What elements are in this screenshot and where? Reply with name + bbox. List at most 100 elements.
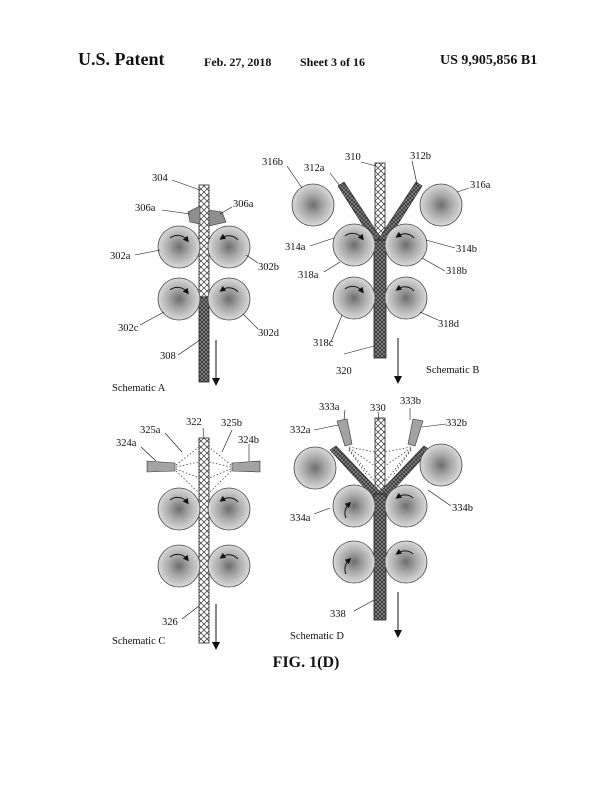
label-330: 330: [370, 403, 386, 414]
patent-title: U.S. Patent: [78, 49, 165, 69]
label-334a: 334a: [290, 513, 311, 524]
spray-325b: [208, 446, 232, 494]
spray-333b: [384, 446, 412, 483]
spray-333a: [348, 446, 376, 483]
web-320: [373, 239, 387, 359]
patent-date: Feb. 27, 2018: [204, 55, 272, 69]
label-318b: 318b: [446, 266, 467, 277]
web-308: [198, 296, 210, 383]
label-326: 326: [162, 617, 178, 628]
rotation-arrow-icon: [219, 285, 239, 293]
label-318d: 318d: [438, 319, 460, 330]
roller-d3: [332, 540, 376, 584]
patent-number: US 9,905,856 B1: [440, 53, 538, 68]
schematic-c-title: Schematic C: [112, 636, 165, 647]
nozzle-332b: [407, 418, 424, 447]
roller-d-upper-left: [293, 446, 337, 490]
rotation-arrow-icon: [169, 234, 189, 243]
label-318c: 318c: [313, 338, 334, 349]
spray-325a: [175, 446, 200, 494]
schematic-d-title: Schematic D: [290, 631, 344, 642]
roller-c4: [207, 544, 251, 588]
schematic-a: 304 306a 306a 302a 302b 302c 302d 308 Sc…: [110, 173, 280, 394]
roller-c3: [157, 544, 201, 588]
rotation-arrow-icon: [344, 502, 352, 519]
nozzle-324b: [231, 460, 261, 473]
roller-318d: [384, 276, 428, 320]
rotation-arrow-icon: [219, 495, 239, 503]
label-312a: 312a: [304, 163, 325, 174]
rotation-arrow-icon: [395, 284, 415, 292]
rotation-arrow-icon: [169, 496, 189, 505]
figure-caption: FIG. 1(D): [272, 654, 340, 671]
roller-d2: [384, 484, 428, 528]
label-304: 304: [152, 173, 169, 184]
label-302d: 302d: [258, 328, 280, 339]
roller-316a: [419, 183, 463, 227]
coating-306a-right: [208, 209, 227, 227]
label-322: 322: [186, 417, 202, 428]
rotation-arrow-icon: [169, 286, 189, 295]
label-302b: 302b: [258, 262, 279, 273]
label-333b: 333b: [400, 396, 421, 407]
rotation-arrow-icon: [344, 285, 364, 294]
roller-302d: [207, 277, 251, 321]
schematic-d: 330 333a 333b 332a 332b 334a 334b 338 Sc…: [290, 396, 473, 642]
label-325b: 325b: [221, 418, 242, 429]
label-302a: 302a: [110, 251, 131, 262]
roller-d-upper-right: [419, 443, 463, 487]
rotation-arrow-icon: [344, 232, 364, 241]
rotation-arrow-icon: [395, 231, 415, 239]
web-304: [198, 184, 210, 298]
roller-318c: [332, 276, 376, 320]
rotation-arrow-icon: [395, 548, 414, 555]
sheet-number: Sheet 3 of 16: [300, 55, 365, 69]
label-302c: 302c: [118, 323, 139, 334]
rotation-arrow-icon: [395, 492, 414, 499]
roller-302c: [157, 277, 201, 321]
roller-c2: [207, 487, 251, 531]
label-324b: 324b: [238, 435, 259, 446]
schematic-b: 310 312a 312b 316b 316a 314a 314b 318a 3…: [262, 151, 491, 384]
roller-314a: [332, 223, 376, 267]
nozzle-332a: [336, 418, 353, 447]
label-320: 320: [336, 366, 352, 377]
roller-316b: [291, 183, 335, 227]
label-308: 308: [160, 351, 176, 362]
label-312b: 312b: [410, 151, 431, 162]
nozzle-324a: [146, 460, 176, 473]
roller-c1: [157, 487, 201, 531]
label-306a-left: 306a: [135, 203, 156, 214]
web-338: [373, 493, 387, 621]
label-316a: 316a: [470, 180, 491, 191]
rotation-arrow-icon: [169, 553, 189, 562]
label-324a: 324a: [116, 438, 137, 449]
roller-302b: [207, 225, 251, 269]
roller-d4: [384, 540, 428, 584]
web-330: [374, 417, 386, 499]
label-310: 310: [345, 152, 361, 163]
label-318a: 318a: [298, 270, 319, 281]
label-332a: 332a: [290, 425, 311, 436]
coating-306a-left: [187, 205, 201, 225]
schematic-a-title: Schematic A: [112, 383, 166, 394]
web-326: [198, 437, 210, 644]
roller-302a: [157, 225, 201, 269]
label-338: 338: [330, 609, 346, 620]
label-314b: 314b: [456, 244, 477, 255]
label-325a: 325a: [140, 425, 161, 436]
rotation-arrow-icon: [344, 558, 352, 575]
label-333a: 333a: [319, 402, 340, 413]
rotation-arrow-icon: [219, 552, 239, 560]
label-314a: 314a: [285, 242, 306, 253]
rotation-arrow-icon: [219, 233, 239, 241]
label-332b: 332b: [446, 418, 467, 429]
schematic-c: 322 325a 325b 324a 324b 326 Schematic C: [112, 417, 261, 650]
label-316b: 316b: [262, 157, 283, 168]
label-306a-right: 306a: [233, 199, 254, 210]
roller-314b: [384, 223, 428, 267]
roller-d1: [332, 484, 376, 528]
label-334b: 334b: [452, 503, 473, 514]
